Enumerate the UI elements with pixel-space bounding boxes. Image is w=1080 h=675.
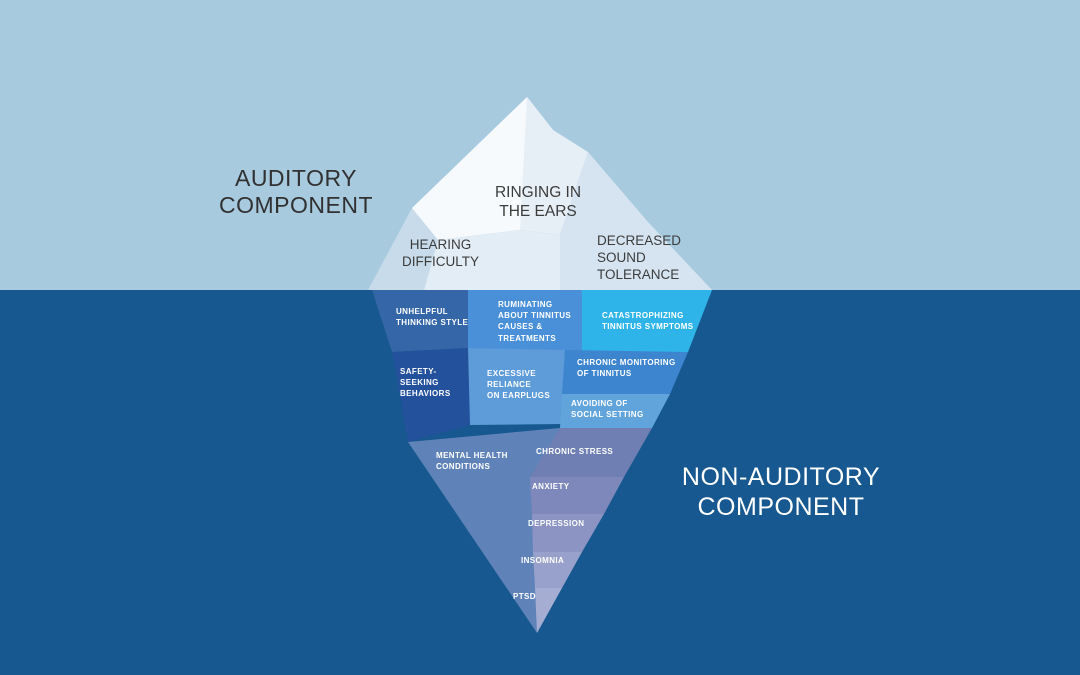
label-decreased-sound-tolerance: DECREASED SOUND TOLERANCE: [597, 233, 682, 282]
ice-facet-main: [412, 97, 553, 240]
facet-ruminating: [468, 290, 582, 352]
facet-earplugs: [468, 348, 565, 425]
ice-facet-summit-right: [520, 97, 588, 235]
facet-ptsd: [535, 588, 562, 633]
label-insomnia: INSOMNIA: [521, 556, 565, 565]
facet-chronic-monitoring: [562, 350, 688, 394]
facet-mental-health: [408, 428, 560, 633]
facet-avoiding-social: [560, 394, 670, 428]
facet-anxiety: [530, 477, 624, 514]
label-safety-seeking: SAFETY- SEEKING BEHAVIORS: [400, 367, 451, 399]
label-avoiding-social: AVOIDING OF SOCIAL SETTING: [571, 399, 644, 420]
ice-facet-left: [368, 208, 438, 290]
label-chronic-stress: CHRONIC STRESS: [536, 447, 614, 456]
facet-chronic-stress: [530, 428, 652, 477]
label-ruminating: RUMINATING ABOUT TINNITUS CAUSES & TREAT…: [498, 300, 572, 343]
label-catastrophizing: CATASTROPHIZING TINNITUS SYMPTOMS: [602, 311, 694, 332]
label-depression: DEPRESSION: [528, 519, 585, 528]
label-anxiety: ANXIETY: [532, 482, 570, 491]
facet-safety-seeking: [392, 348, 470, 442]
auditory-component-title: AUDITORY COMPONENT: [219, 165, 373, 219]
ice-facet-right: [560, 152, 712, 290]
non-auditory-component-title: NON-AUDITORY COMPONENT: [681, 463, 881, 521]
facet-insomnia: [533, 552, 582, 588]
facet-depression: [532, 514, 604, 552]
label-unhelpful-thinking: UNHELPFUL THINKING STYLE: [396, 307, 469, 328]
label-earplugs: EXCESSIVE RELIANCE ON EARPLUGS: [487, 369, 551, 401]
label-hearing-difficulty: HEARING DIFFICULTY: [402, 237, 479, 269]
ice-facet-bottom-band: [424, 230, 560, 290]
label-mental-health: MENTAL HEALTH CONDITIONS: [436, 451, 508, 472]
label-chronic-monitoring: CHRONIC MONITORING OF TINNITUS: [577, 358, 676, 379]
label-ptsd: PTSD: [513, 592, 536, 601]
facet-unhelpful-thinking: [372, 290, 468, 352]
facet-catastrophizing: [582, 290, 712, 352]
label-ringing-in-ears: RINGING IN THE EARS: [494, 184, 582, 221]
